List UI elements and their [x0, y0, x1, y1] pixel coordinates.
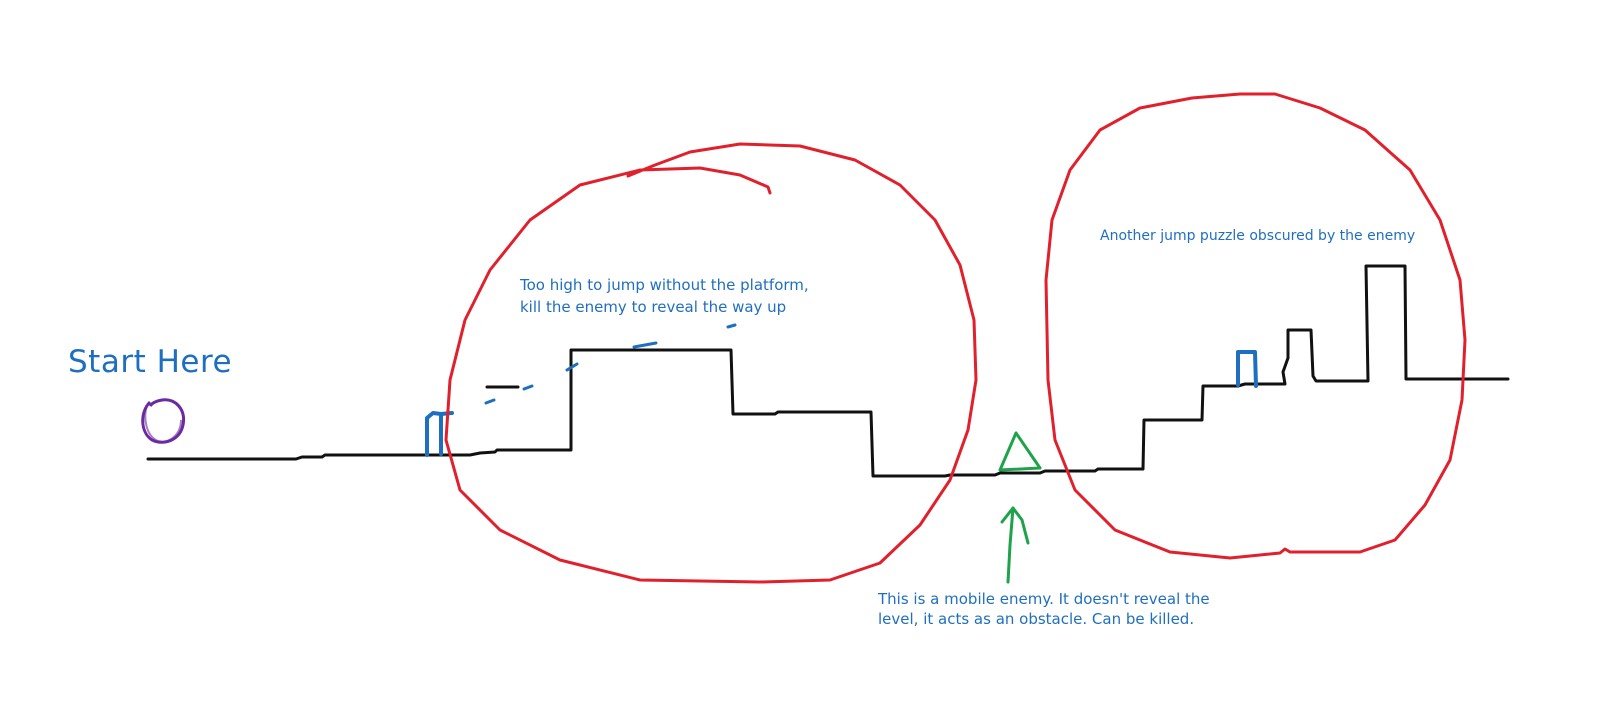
enemy-pointer-arrow-icon: [1000, 506, 1030, 584]
revealed-path-dashes: [484, 323, 737, 405]
zone1-note-line2: kill the enemy to reveal the way up: [520, 298, 786, 316]
hidden-enemy-arch-icon-2: [1236, 350, 1258, 388]
enemy-note-line1: This is a mobile enemy. It doesn't revea…: [877, 590, 1210, 608]
start-label: Start Here: [68, 344, 232, 380]
mobile-enemy-triangle-icon: [998, 431, 1042, 472]
puzzle-zone-1: [444, 142, 978, 584]
player-circle-icon: [141, 398, 186, 444]
zone2-note: Another jump puzzle obscured by the enem…: [1100, 228, 1415, 244]
puzzle-zone-2: [1044, 92, 1467, 560]
enemy-note-line2: level, it acts as an obstacle. Can be ki…: [878, 610, 1194, 628]
zone1-note-line1: Too high to jump without the platform,: [519, 276, 809, 294]
terrain-line: [146, 264, 1510, 478]
